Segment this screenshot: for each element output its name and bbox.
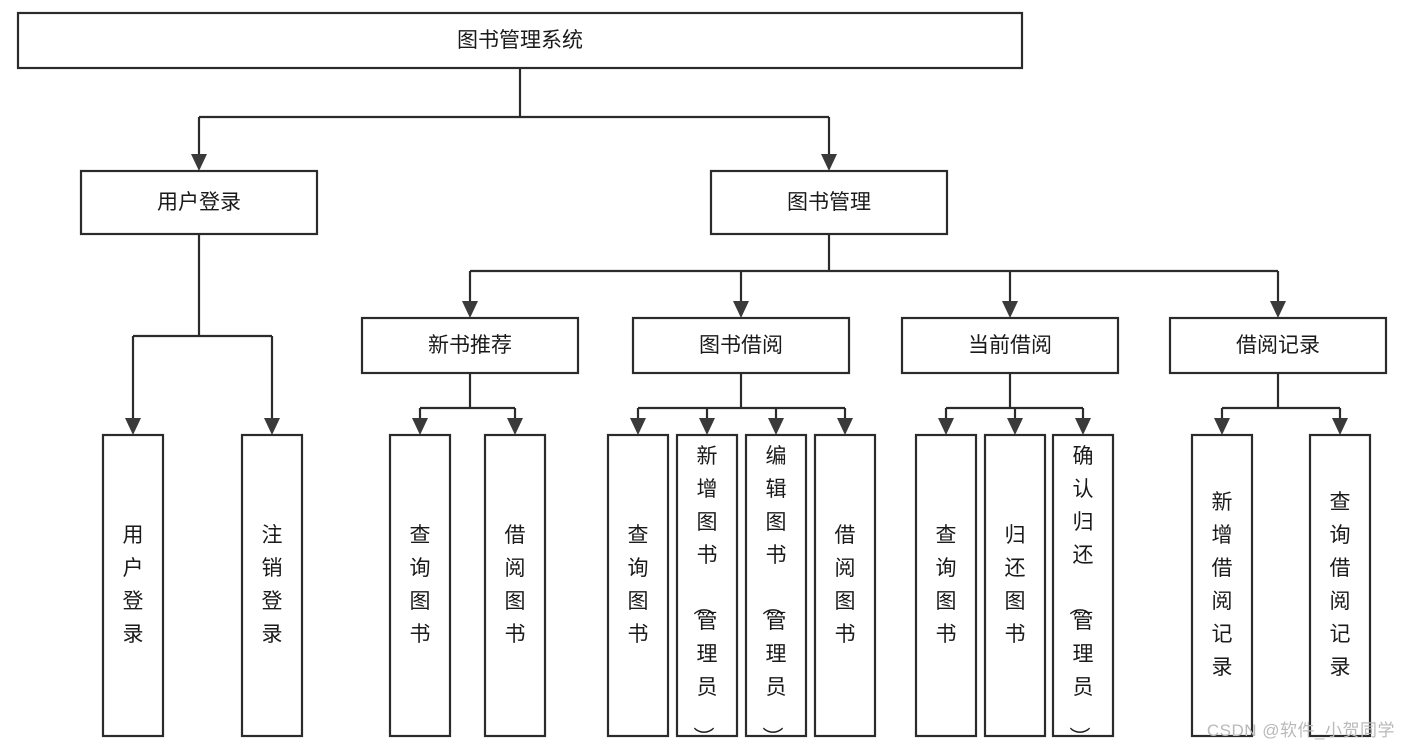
node-label-current-borrow: 当前借阅 — [968, 334, 1052, 357]
arrow-head-icon — [938, 418, 954, 435]
edge-group-book-borrow — [630, 373, 853, 435]
node-book-manage[interactable]: 图书管理 — [709, 169, 949, 236]
arrow-head-icon — [1214, 418, 1230, 435]
node-leaf-user-login[interactable]: 用户登录 — [101, 433, 165, 738]
arrow-head-icon — [1007, 418, 1023, 435]
node-box-leaf-borrow-book-rec[interactable] — [483, 433, 547, 738]
arrow-head-icon — [1332, 418, 1348, 435]
node-label-leaf-query-record: 查询借阅记录 — [1330, 491, 1351, 679]
node-label-leaf-edit-book: 编辑图书（管理员） — [761, 445, 787, 747]
arrow-head-icon — [125, 418, 141, 435]
node-label-leaf-return-book: 归还图书 — [1005, 524, 1026, 646]
node-leaf-query-record[interactable]: 查询借阅记录 — [1308, 433, 1372, 738]
node-box-root[interactable] — [16, 11, 1024, 70]
node-leaf-query-book[interactable]: 查询图书 — [606, 433, 670, 738]
node-leaf-return-book[interactable]: 归还图书 — [983, 433, 1047, 738]
arrow-head-icon — [1270, 301, 1286, 318]
arrow-head-icon — [1002, 301, 1018, 318]
arrow-head-icon — [733, 301, 749, 318]
node-box-leaf-confirm-return[interactable] — [1051, 433, 1115, 738]
edge-group-new-book-rec — [412, 373, 523, 435]
node-box-book-manage[interactable] — [709, 169, 949, 236]
node-box-leaf-edit-book[interactable] — [744, 433, 808, 738]
node-box-leaf-query-book[interactable] — [606, 433, 670, 738]
node-leaf-query-book-rec[interactable]: 查询图书 — [388, 433, 452, 738]
node-label-leaf-query-book-rec: 查询图书 — [410, 524, 431, 646]
node-box-book-borrow[interactable] — [631, 316, 851, 375]
node-box-leaf-query-book-rec[interactable] — [388, 433, 452, 738]
node-borrow-record[interactable]: 借阅记录 — [1168, 316, 1388, 375]
node-leaf-borrow-book[interactable]: 借阅图书 — [813, 433, 877, 738]
node-box-current-borrow[interactable] — [900, 316, 1120, 375]
arrow-head-icon — [821, 154, 837, 171]
arrow-head-icon — [462, 301, 478, 318]
node-current-borrow[interactable]: 当前借阅 — [900, 316, 1120, 375]
node-label-leaf-add-book: 新增图书（管理员） — [692, 445, 718, 747]
node-book-borrow[interactable]: 图书借阅 — [631, 316, 851, 375]
node-label-borrow-record: 借阅记录 — [1236, 334, 1320, 357]
node-label-new-book-rec: 新书推荐 — [428, 334, 512, 357]
nodes-layer: 图书管理系统用户登录图书管理新书推荐图书借阅当前借阅借阅记录用户登录注销登录查询… — [16, 11, 1388, 747]
arrow-head-icon — [837, 418, 853, 435]
edges-layer — [125, 68, 1348, 435]
node-label-user-login: 用户登录 — [157, 191, 241, 214]
arrow-head-icon — [264, 418, 280, 435]
node-label-leaf-borrow-book-rec: 借阅图书 — [505, 524, 526, 646]
node-user-login[interactable]: 用户登录 — [79, 169, 319, 236]
node-box-leaf-user-logout[interactable] — [240, 433, 304, 738]
node-box-user-login[interactable] — [79, 169, 319, 236]
node-label-leaf-add-record: 新增借阅记录 — [1212, 491, 1233, 679]
arrow-head-icon — [630, 418, 646, 435]
node-label-leaf-user-logout: 注销登录 — [262, 524, 283, 646]
arrow-head-icon — [768, 418, 784, 435]
node-leaf-borrow-book-rec[interactable]: 借阅图书 — [483, 433, 547, 738]
node-leaf-edit-book[interactable]: 编辑图书（管理员） — [744, 433, 808, 747]
arrow-head-icon — [507, 418, 523, 435]
node-label-leaf-query-book: 查询图书 — [628, 524, 649, 646]
edge-group-root — [191, 68, 837, 171]
node-label-leaf-confirm-return: 确认归还（管理员） — [1068, 445, 1094, 747]
node-leaf-add-book[interactable]: 新增图书（管理员） — [675, 433, 739, 747]
node-leaf-query-book-cur[interactable]: 查询图书 — [914, 433, 978, 738]
arrow-head-icon — [699, 418, 715, 435]
node-box-leaf-query-record[interactable] — [1308, 433, 1372, 738]
node-leaf-confirm-return[interactable]: 确认归还（管理员） — [1051, 433, 1115, 747]
node-box-borrow-record[interactable] — [1168, 316, 1388, 375]
node-leaf-user-logout[interactable]: 注销登录 — [240, 433, 304, 738]
node-label-leaf-user-login: 用户登录 — [123, 524, 144, 646]
node-box-leaf-borrow-book[interactable] — [813, 433, 877, 738]
node-box-new-book-rec[interactable] — [360, 316, 580, 375]
arrow-head-icon — [412, 418, 428, 435]
node-box-leaf-return-book[interactable] — [983, 433, 1047, 738]
node-label-book-borrow: 图书借阅 — [699, 334, 783, 357]
edge-group-borrow-record — [1214, 373, 1348, 435]
node-box-leaf-add-book[interactable] — [675, 433, 739, 738]
node-box-leaf-query-book-cur[interactable] — [914, 433, 978, 738]
node-leaf-add-record[interactable]: 新增借阅记录 — [1190, 433, 1254, 738]
node-new-book-rec[interactable]: 新书推荐 — [360, 316, 580, 375]
node-box-leaf-user-login[interactable] — [101, 433, 165, 738]
node-label-root: 图书管理系统 — [457, 29, 583, 52]
node-root[interactable]: 图书管理系统 — [16, 11, 1024, 70]
edge-group-user-login — [125, 234, 280, 435]
arrow-head-icon — [191, 154, 207, 171]
arrow-head-icon — [1075, 418, 1091, 435]
edge-group-current-borrow — [938, 373, 1091, 435]
node-box-leaf-add-record[interactable] — [1190, 433, 1254, 738]
node-label-leaf-borrow-book: 借阅图书 — [835, 524, 856, 646]
edge-group-book-manage — [462, 234, 1286, 318]
node-label-leaf-query-book-cur: 查询图书 — [936, 524, 957, 646]
node-label-book-manage: 图书管理 — [787, 191, 871, 214]
